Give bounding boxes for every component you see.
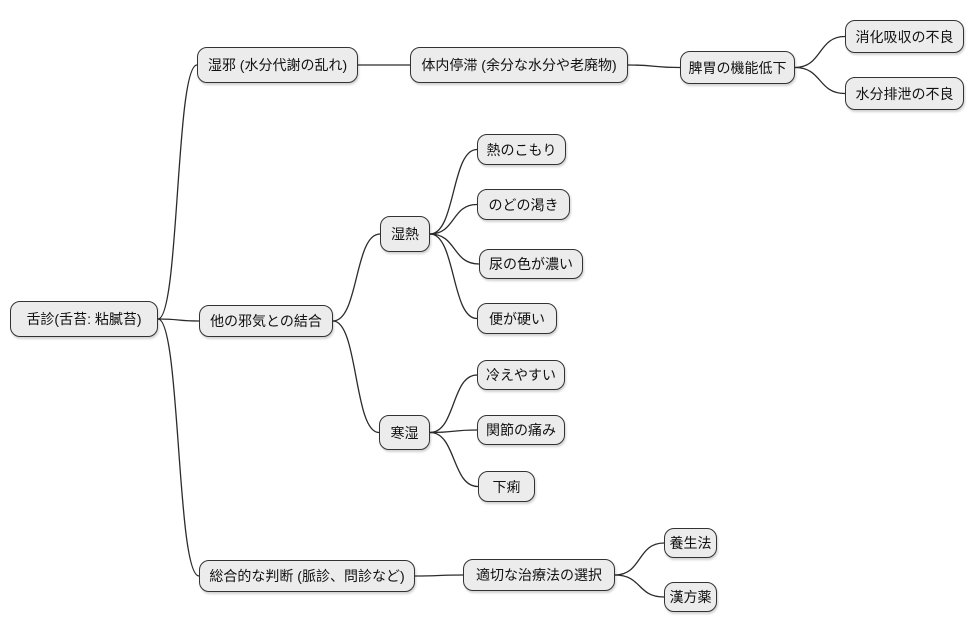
node-shouka: 消化吸収の不良 xyxy=(845,20,964,53)
edge-kanshitsu-hie xyxy=(429,374,478,434)
node-kanpou: 漢方薬 xyxy=(664,582,717,612)
node-geri: 下痢 xyxy=(478,471,535,502)
edge-hoka-kanshitsu xyxy=(332,320,380,434)
edge-kanshitsu-kansetsu xyxy=(429,429,478,434)
edge-sougou-tekisetsu xyxy=(414,574,464,577)
node-netsu: 熱のこもり xyxy=(477,134,566,165)
node-youjou: 養生法 xyxy=(664,528,717,558)
node-hie: 冷えやすい xyxy=(477,360,565,390)
edge-root-sougou xyxy=(157,318,200,577)
edge-root-hoka xyxy=(157,318,200,322)
edge-kanshitsu-geri xyxy=(429,431,479,488)
edge-shitsunetsu-ben xyxy=(429,233,478,320)
edge-shitsunetsu-nyou xyxy=(429,233,480,265)
edge-shitsunetsu-nodo xyxy=(429,203,478,235)
node-tekisetsu: 適切な治療法の選択 xyxy=(463,559,615,591)
edge-hoka-shitsunetsu xyxy=(332,233,381,322)
node-kanshitsu: 寒湿 xyxy=(379,415,430,450)
node-nyou: 尿の色が濃い xyxy=(479,249,583,279)
node-ben: 便が硬い xyxy=(477,303,557,334)
node-shitsunetsu: 湿熱 xyxy=(380,216,430,252)
node-hoka: 他の邪気との結合 xyxy=(199,305,333,337)
edge-hii-suibun xyxy=(794,66,846,95)
edge-tekisetsu-kanpou xyxy=(614,574,665,598)
edge-tekisetsu-youjou xyxy=(614,542,665,576)
node-nodo: のどの渇き xyxy=(477,189,570,220)
node-tainai: 体内停滞 (余分な水分や老廃物) xyxy=(410,47,628,83)
edge-tainai-hii xyxy=(627,64,681,69)
edge-hii-shouka xyxy=(794,35,846,69)
node-suibun: 水分排泄の不良 xyxy=(845,77,964,110)
edge-shitsunetsu-netsu xyxy=(429,148,478,235)
node-kansetsu: 関節の痛み xyxy=(477,415,565,445)
node-root: 舌診(舌苔: 粘膩苔) xyxy=(10,301,158,337)
node-sougou: 総合的な判断 (脈診、問診など) xyxy=(199,560,415,592)
node-shitsuja: 湿邪 (水分代謝の乱れ) xyxy=(197,47,358,83)
node-hii: 脾胃の機能低下 xyxy=(680,51,795,84)
edge-root-shitsuja xyxy=(157,64,198,320)
